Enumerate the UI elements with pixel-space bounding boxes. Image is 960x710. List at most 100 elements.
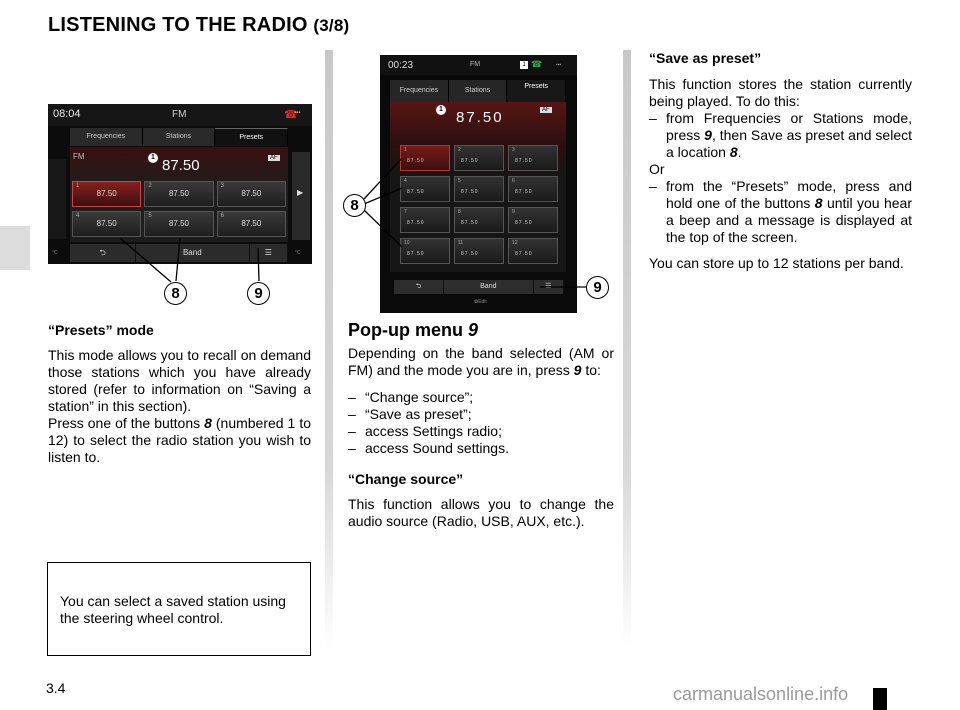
save-preset-intro: This function stores the station current… [649,76,912,109]
tab-frequencies[interactable]: Frequencies [390,80,449,102]
leader-line-8b [175,237,181,282]
popup-menu-icon[interactable]: ☰ [250,244,289,262]
list-item: access Settings radio; [348,423,614,440]
leader-line-8d [363,187,403,205]
save-preset-heading: “Save as preset” [649,50,762,66]
tab-presets[interactable]: Presets [215,128,289,146]
side-panel-right[interactable]: ▶ [292,152,310,240]
change-source-paragraph: This function allows you to change the a… [348,496,614,529]
status-bar: 08:04 FM ☎ ▪▪▪ [48,104,312,126]
callout-8-tall: 8 [343,194,366,217]
status-bar: 00:23 FM 1 ☎ ▪▪▪ [380,55,577,75]
af-badge: AF [268,155,280,161]
save-preset-section: “Save as preset” This function stores th… [649,50,912,272]
note-text: You can select a saved station using the… [60,593,286,626]
info-icon: 1 [436,105,446,115]
save-preset-steps-alt: from the “Presets” mode, press and hold … [649,178,912,246]
current-frequency: 87.50 [456,109,504,126]
save-preset-steps: from Frequencies or Stations mode, press… [649,110,912,161]
column-divider-left [325,50,333,650]
temp-right: °C [295,250,301,256]
phone-icon: ☎ [531,59,543,69]
corner-mark [873,688,887,710]
tab-stations[interactable]: Stations [142,128,216,146]
tab-frequencies[interactable]: Frequencies [70,128,143,146]
page-title-part: (3/8) [313,16,350,35]
phone-icon: ☎ [284,109,298,121]
watermark: carmanualsonline.info [673,684,849,704]
callout-8: 8 [164,282,187,305]
side-panel-left [48,159,66,239]
presets-mode-heading: “Presets” mode [48,322,154,338]
screen-tabs: Frequencies Stations Presets [390,80,567,102]
edit-label: ✿Edit [474,299,487,305]
radio-screen-tall: 00:23 FM 1 ☎ ▪▪▪ Frequencies Stations Pr… [380,55,577,313]
signal-icon: ▪▪▪ [294,110,301,116]
leader-line-8c [363,157,403,200]
af-badge: AF [540,107,552,113]
temp-left: °C [52,250,58,256]
radio-screen-small: 08:04 FM ☎ ▪▪▪ Frequencies Stations Pres… [48,104,312,264]
callout-9: 9 [247,282,270,305]
band-label: FM [172,109,187,120]
list-item: “Change source”; [348,389,614,406]
page-title-main: LISTENING TO THE RADIO [48,14,308,36]
save-preset-closing: You can store up to 12 stations per band… [649,255,904,271]
tab-presets[interactable]: Presets [507,80,567,102]
section-side-tab [0,226,30,270]
band-label: FM [470,61,481,68]
presets-mode-instruction: Press one of the buttons 8 (numbered 1 t… [48,415,311,465]
list-item: from the “Presets” mode, press and hold … [649,178,912,246]
leader-line-8a [119,237,172,283]
list-item: “Save as preset”; [348,406,614,423]
notification-badge: 1 [520,61,528,69]
change-source-heading: “Change source” [348,471,464,487]
clock: 08:04 [53,108,81,120]
popup-menu-intro: Depending on the band selected (AM or FM… [348,345,614,378]
fm-label: FM [73,152,85,161]
presets-mode-section: “Presets” mode This mode allows you to r… [48,322,311,466]
note-box [47,562,311,656]
column-divider-right [623,50,631,650]
tab-stations[interactable]: Stations [448,80,508,102]
leader-line-8e [363,209,403,248]
page-number: 3.4 [46,680,66,696]
page-title: LISTENING TO THE RADIO (3/8) [48,14,349,37]
presets-mode-paragraph: This mode allows you to recall on demand… [48,347,311,414]
callout-9-tall: 9 [586,276,609,299]
clock: 00:23 [388,60,414,71]
band-button[interactable]: Band [136,244,250,262]
back-icon[interactable]: ⮌ [70,244,137,262]
popup-menu-section: Pop-up menu 9 Depending on the band sele… [348,320,614,530]
leader-line-9-small [257,247,260,282]
popup-menu-list: “Change source”; “Save as preset”; acces… [348,389,614,457]
info-icon: 1 [148,153,158,163]
signal-icon: ▪▪▪ [556,62,562,68]
back-icon[interactable]: ⮌ [394,280,445,294]
band-button[interactable]: Band [444,280,534,294]
arrow-right-icon: ▶ [297,188,304,197]
popup-menu-heading: Pop-up menu 9 [348,320,479,340]
